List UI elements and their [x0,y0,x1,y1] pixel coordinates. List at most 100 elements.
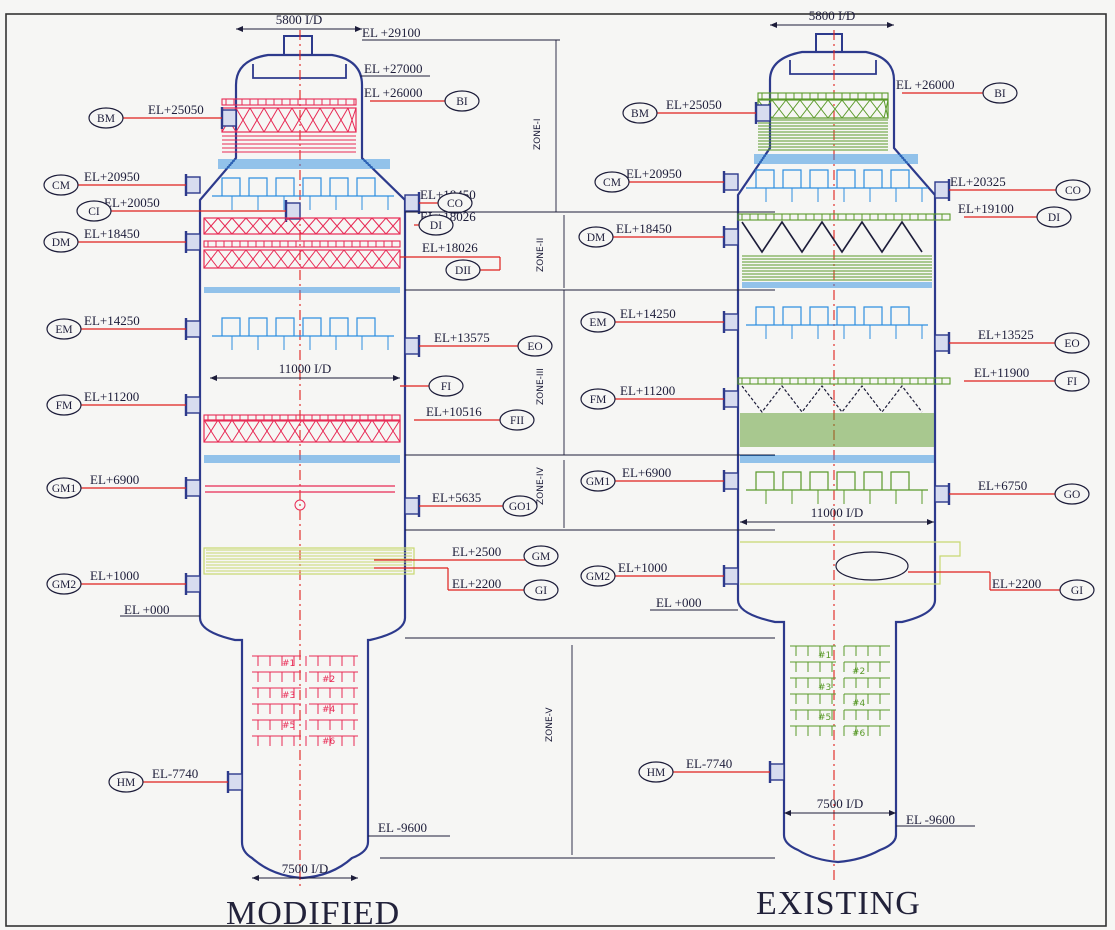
existing-top-hatch [758,119,888,151]
existing-cm-trays-chimney [890,169,910,188]
modified-fm-nozzle [185,396,201,414]
modified-zone2-packing-lower-cross [371,249,387,269]
modified-zone2-packing-upper-cross [315,217,331,235]
existing-go-bubble [1054,483,1090,505]
modified-zone2-packing-upper-cross [259,217,275,235]
modified-em-trays-chimney [356,317,376,336]
existing-top-distributor-pipe-bar [757,92,889,100]
modified-zone2-packing-upper-cross [203,217,219,235]
existing-gm1-nozzle [723,472,739,490]
existing-top-packing-cross [855,99,871,119]
zone-label: ZONE-V [545,707,555,742]
modified-cm-trays-chimney [329,177,349,196]
existing-distributor-drum [835,551,909,581]
existing-eo-nozzle [934,334,950,352]
modified-zone3-packing-cross [357,419,373,443]
modified-zone2-packing-lower-frame [203,249,401,269]
modified-zone2-packing-upper [203,217,401,235]
existing-cm-trays-chimney [755,169,775,188]
existing-tray-number: #5 [818,713,831,723]
existing-go-nozzle [934,485,950,503]
modified-zone3-distributor-bar [203,414,401,422]
modified-go1-bubble [502,495,538,517]
modified-zone2-packing-lower-cross [245,249,261,269]
modified-gm1-tee [294,499,306,511]
existing-em-label: EM [589,317,606,329]
existing-bottom-id-dimension-text: 7500 I/D [817,796,864,811]
existing-e11900-label: EL+11900 [974,365,1029,380]
existing-co-nozzle [934,181,950,199]
existing-em-trays [746,306,928,339]
existing-top-nozzle [815,33,843,53]
existing-zone2-hatch [742,255,932,281]
modified-co-label: CO [447,198,463,210]
existing-zone3-distributor [737,377,951,385]
existing-go-trays-chimney [755,471,775,490]
modified-em-nozzle [185,320,201,338]
modified-gm2-bubble [46,573,82,595]
modified-tray-number: #4 [322,705,336,715]
existing-zone3-hatch [740,413,934,447]
existing-dm-nozzle [723,228,739,246]
existing-zone2-distributor-bar [737,213,951,221]
modified-mid-id-dimension-text: 11000 I/D [279,361,332,376]
existing-top-packing-cross [827,99,843,119]
existing-bi-bubble [982,82,1018,104]
existing-go-trays-chimney [809,471,829,490]
modified-zone2-packing-lower-cross [203,249,219,269]
modified-cm-bubble [43,174,79,196]
existing-em-trays-chimney [863,306,883,325]
existing-top-packing-cross [883,99,889,119]
existing-e1000-label: EL+1000 [618,560,667,575]
existing-top-distributor-pipe [757,92,889,100]
modified-em-label: EM [55,324,72,336]
modified-zone2-packing-lower [203,249,401,269]
modified-zone2-packing-upper-cross [301,217,317,235]
modified-top-hatch [222,131,356,153]
existing-gm2-bubble [580,565,616,587]
modified-gm1-label: GM1 [52,483,77,495]
modified-zone2-packing-lower-cross [315,249,331,269]
existing-go-label: GO [1064,489,1081,501]
modified-zone3-packing-frame [203,419,401,443]
modified-bi-bubble [444,90,480,112]
zone-label: ZONE-III [536,368,546,405]
modified-zone3-packing-cross [315,419,331,443]
modified-di-bubble [418,214,454,236]
existing-top-packing [757,99,889,119]
existing-go-trays-chimney [782,471,802,490]
modified-zone2-packing-lower-cross [231,249,247,269]
modified-ci-nozzle [285,202,301,220]
existing-cm-trays [746,169,928,202]
modified-zone2-packing-upper-cross [329,217,345,235]
modified-bi-label: BI [456,96,468,108]
existing-e000-label: EL +000 [656,595,701,610]
existing-di-label: DI [1048,212,1060,224]
modified-gm1-bubble [46,477,82,499]
modified-bm-bubble [88,107,124,129]
zone-label: ZONE-IV [536,466,546,505]
modified-tray-number: #5 [282,721,295,731]
modified-tray-number: #6 [322,737,336,747]
existing-go-trays-chimney [890,471,910,490]
modified-zone3-packing [203,419,401,443]
modified-cm-trays-chimney [275,177,295,196]
existing-co-bubble [1055,179,1091,201]
modified-zone2-packing-lower-cross [385,249,401,269]
modified-e14250-label: EL+14250 [84,313,140,328]
existing-co-label: CO [1065,185,1081,197]
existing-e2200-label: EL+2200 [992,576,1041,591]
existing-cm-label: CM [603,177,621,189]
modified-e2200-label: EL+2200 [452,576,501,591]
modified-tray-number: #2 [322,675,335,685]
modified-zone2-packing-lower-cross [217,249,233,269]
modified-dm-label: DM [52,237,71,249]
modified-e11200-label: EL+11200 [84,389,139,404]
modified-top-packing-cross [235,107,251,133]
modified-dm-nozzle [185,233,201,251]
existing-e19100-label: EL+19100 [958,201,1014,216]
modified-em-trays-chimney [302,317,322,336]
existing-fm-nozzle [723,390,739,408]
existing-bm-bubble [622,102,658,124]
modified-zone3-packing-cross [273,419,289,443]
